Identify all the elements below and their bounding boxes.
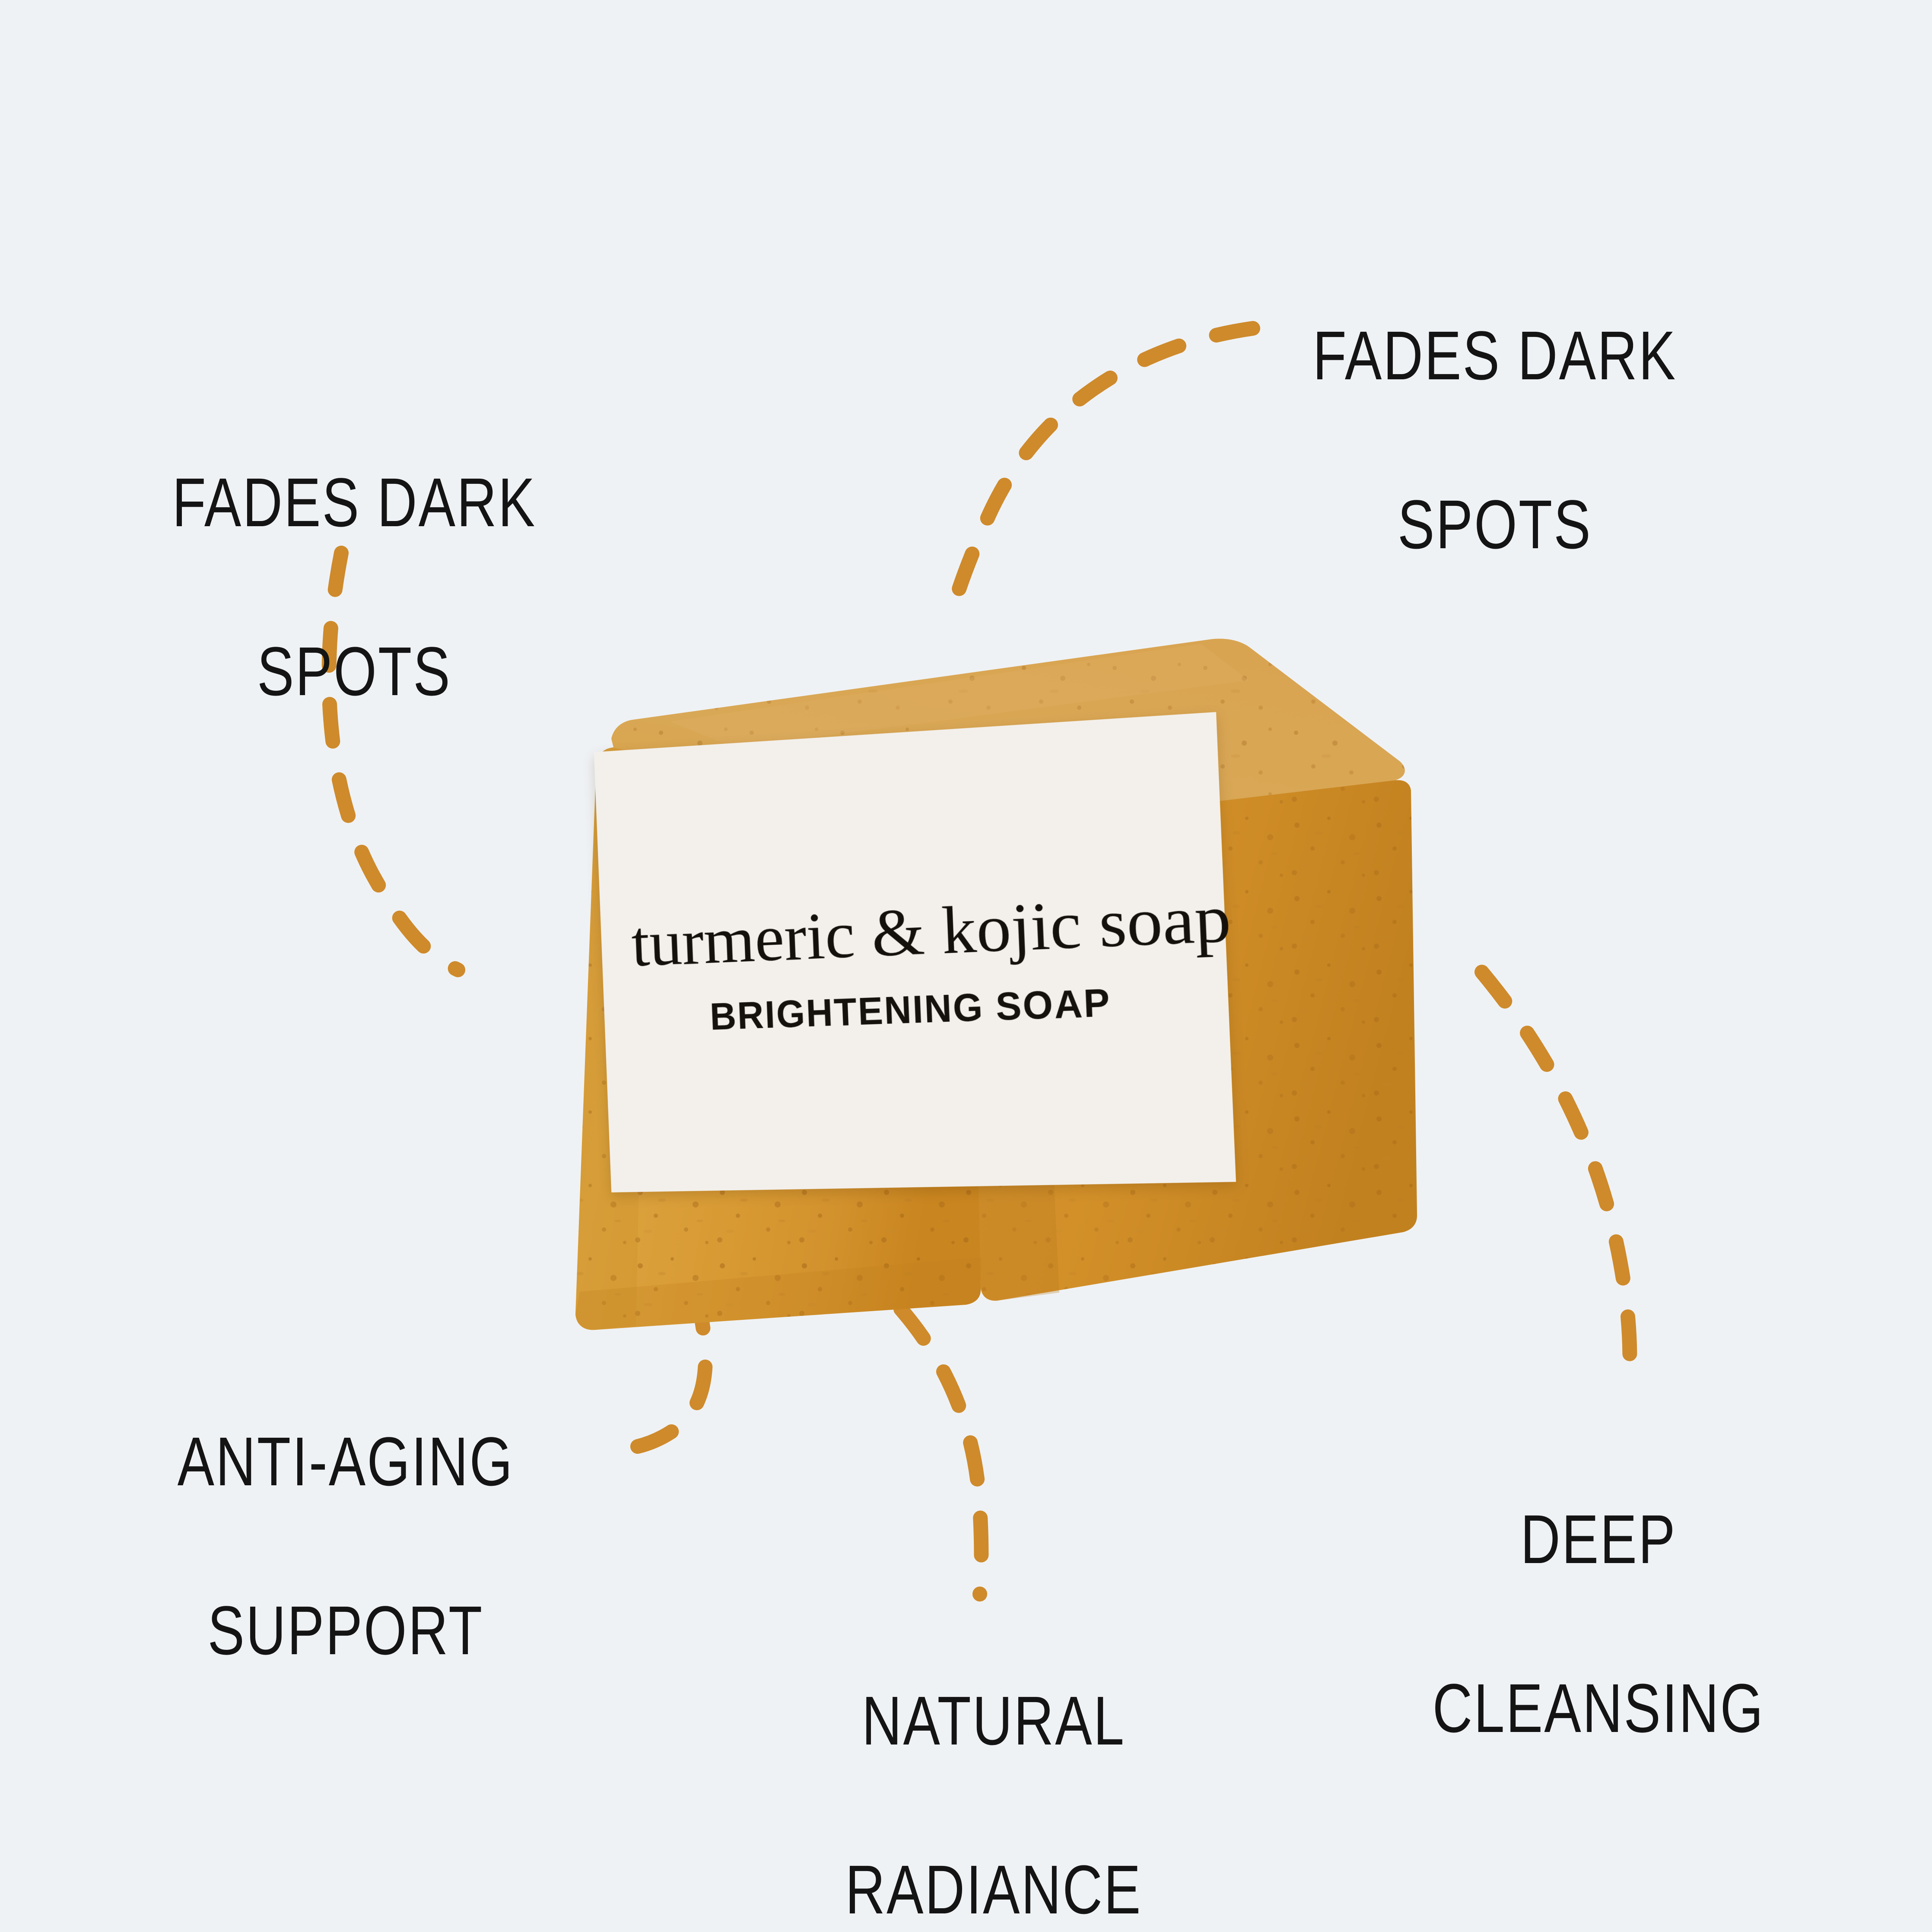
connector-fades-dark-spots-right bbox=[943, 321, 1260, 625]
callout-fades-dark-spots-left: FADES DARK SPOTS bbox=[112, 376, 596, 798]
callout-line-1: ANTI-AGING bbox=[177, 1423, 514, 1500]
callout-deep-cleansing: DEEP CLEANSING bbox=[1350, 1413, 1847, 1834]
callout-line-1: DEEP bbox=[1520, 1500, 1677, 1578]
callout-line-2: RADIANCE bbox=[845, 1850, 1142, 1928]
callout-line-1: FADES DARK bbox=[172, 464, 537, 541]
callout-anti-aging-support: ANTI-AGING SUPPORT bbox=[104, 1335, 588, 1757]
callout-line-2: SPOTS bbox=[1398, 485, 1592, 563]
connector-deep-cleansing bbox=[1474, 965, 1637, 1392]
product-label-title: turmeric & kojic soap bbox=[630, 880, 1233, 981]
callout-line-1: FADES DARK bbox=[1312, 317, 1677, 394]
callout-line-2: CLEANSING bbox=[1432, 1669, 1765, 1747]
callout-line-2: SPOTS bbox=[257, 632, 451, 710]
product-label: turmeric & kojic soap BRIGHTENING SOAP bbox=[594, 712, 1236, 1193]
callout-fades-dark-spots-right: FADES DARK SPOTS bbox=[1253, 229, 1737, 651]
callout-natural-radiance: NATURAL RADIANCE bbox=[766, 1594, 1222, 1932]
callout-line-2: SUPPORT bbox=[207, 1591, 484, 1669]
callout-line-1: NATURAL bbox=[861, 1682, 1126, 1760]
product-label-subtitle: BRIGHTENING SOAP bbox=[709, 979, 1112, 1038]
